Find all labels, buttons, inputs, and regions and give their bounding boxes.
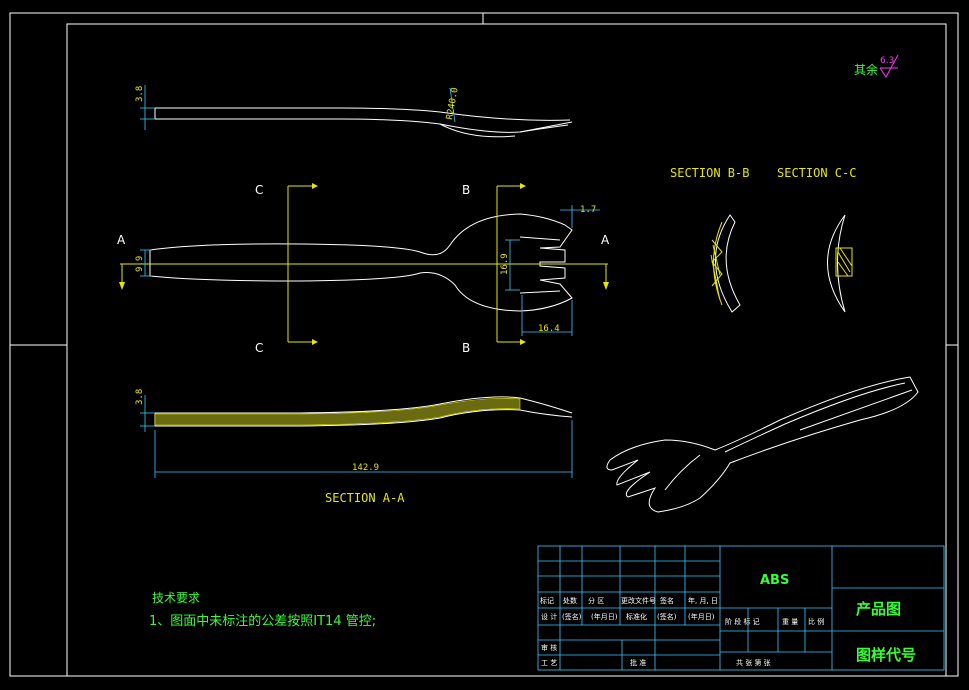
roughness-value: 6.3 bbox=[880, 56, 894, 66]
roughness-mark: 其余 6.3 bbox=[854, 54, 899, 78]
tb-sheet: 共 张 第 张 bbox=[736, 658, 771, 667]
dim-section-thickness: 3.8 bbox=[135, 389, 145, 405]
tb-a2: 分 区 bbox=[588, 596, 604, 605]
tb-b1: (签名) bbox=[562, 612, 582, 621]
material-label: ABS bbox=[760, 573, 789, 588]
tb-c0: 审 核 bbox=[541, 643, 557, 652]
tb-stage-1: 重 量 bbox=[782, 618, 798, 626]
tb-d0: 工 艺 bbox=[541, 659, 557, 667]
drawing-name: 产品图 bbox=[856, 600, 901, 618]
cut-marker-a-left: A bbox=[117, 233, 126, 247]
section-aa-hatch bbox=[154, 397, 521, 426]
tb-a3: 更改文件号 bbox=[621, 596, 656, 605]
tb-b3: 标准化 bbox=[626, 612, 647, 621]
cut-marker-c-bottom: C bbox=[255, 341, 263, 355]
tb-d1: 批 准 bbox=[630, 658, 646, 667]
section-aa-label: SECTION A-A bbox=[325, 491, 405, 505]
dim-tine-gap: 1.7 bbox=[580, 205, 596, 215]
notes-title: 技术要求 bbox=[152, 591, 200, 605]
dim-plan-width: 9.9 bbox=[135, 256, 145, 272]
dim-side-radius: R240.0 bbox=[445, 87, 460, 121]
tb-b2: (年月日) bbox=[591, 612, 618, 621]
tb-b4: (签名) bbox=[657, 612, 677, 621]
isometric-view bbox=[606, 376, 919, 513]
drawing-frame bbox=[9, 12, 959, 677]
tb-a5: 年, 月, 日 bbox=[688, 596, 718, 605]
section-bb-label: SECTION B-B bbox=[670, 166, 749, 180]
plan-view: C C B B A A 9.9 1.7 16.9 16.4 bbox=[117, 183, 610, 355]
cut-marker-b-bottom: B bbox=[462, 341, 470, 355]
section-cc-label: SECTION C-C bbox=[777, 166, 856, 180]
drawing-code: 图样代号 bbox=[856, 646, 916, 664]
technical-notes: 技术要求 1、图面中未标注的公差按照IT14 管控; bbox=[149, 591, 376, 629]
roughness-label: 其余 bbox=[854, 62, 878, 77]
notes-item-1: 1、图面中未标注的公差按照IT14 管控; bbox=[149, 613, 376, 629]
section-views: SECTION B-B SECTION C-C bbox=[670, 166, 856, 313]
dim-side-thickness: 3.8 bbox=[135, 86, 145, 102]
dim-overall-length: 142.9 bbox=[352, 463, 379, 473]
side-view: 3.8 R240.0 bbox=[135, 85, 573, 138]
dim-head-width: 16.9 bbox=[500, 253, 510, 275]
tb-a4: 签名 bbox=[660, 596, 674, 605]
cut-marker-a-right: A bbox=[601, 233, 610, 247]
tb-stage-2: 比 例 bbox=[808, 617, 824, 626]
section-aa-view: 3.8 142.9 SECTION A-A bbox=[135, 389, 573, 505]
tb-stage-0: 阶 段 标 记 bbox=[725, 617, 760, 626]
cut-marker-b-top: B bbox=[462, 183, 470, 197]
cut-marker-c-top: C bbox=[255, 183, 263, 197]
tb-b0: 设 计 bbox=[541, 612, 557, 621]
tb-a0: 标记 bbox=[540, 596, 554, 605]
tb-a1: 处数 bbox=[563, 596, 577, 605]
dim-head-length: 16.4 bbox=[538, 324, 560, 334]
tb-b5: (年月日) bbox=[688, 612, 715, 621]
title-block: ABS 产品图 图样代号 标记 处数 分 区 更改文件号 签名 年, 月, 日 … bbox=[537, 545, 945, 671]
